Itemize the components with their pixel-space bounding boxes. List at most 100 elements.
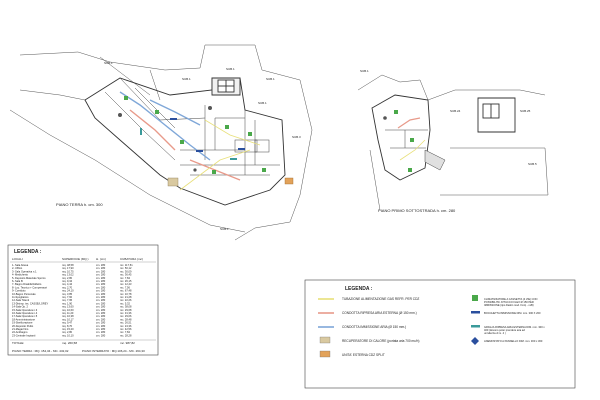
supply-duct (149, 99, 201, 126)
table-cell: 3- Sala Operativa n.1 (12, 269, 37, 273)
table-cell: 23-Centrale Impianti (12, 333, 36, 337)
hvac-legend-title: LEGENDA : (345, 286, 373, 292)
legend-swatch (471, 311, 480, 314)
ductwork (397, 117, 426, 161)
sub-label: SUB.1 (104, 61, 113, 65)
rooms-table: LEGENDA : LOCALI SUPERFICIE (MQ.) H. (cm… (7, 244, 159, 356)
table-cell: mc. 28,48 (120, 317, 132, 321)
fixture-marker (383, 116, 387, 120)
table-cell: mq. 10,38 (62, 314, 74, 318)
table-cell: 16-Sala Operativa n.4 (12, 311, 38, 315)
table-cell: mc. 12,43 (120, 282, 132, 286)
legend-item: GRIGLIA RIPRESA ARIA ESTERNA DIM. mm. 30… (471, 325, 545, 335)
hvac-legend-left: TUBAZIONE ALIMENTAZIONE GAS REFR. PER CD… (318, 297, 419, 358)
legend-item-label: ANEMOSTATO A PANNELLO DIM. mm. 300 x 300 (484, 339, 543, 343)
cassette-unit (124, 96, 128, 100)
table-cell: 6- Sala B (12, 279, 23, 283)
table-cell: mc. 21,28 (120, 295, 132, 299)
first-plan-title: PIANO PRIMO SOTTOSTRADA h. cm. 280 (378, 208, 456, 213)
table-cell: 11-Spogliatoio (12, 295, 29, 299)
legend-item-label: UNITA' ESTERNA CDZ SPLIT (342, 353, 385, 357)
table-cell: 18-Amministrazione (12, 317, 35, 321)
table-cell: mq. 10,60 (62, 308, 74, 312)
footer-ground: PIANO TERRA : MQ. 154,34 - MC. 432,02 (12, 349, 69, 353)
table-cell: mc. 29,06 (120, 314, 132, 318)
table-cell: cm. 280 (96, 273, 106, 277)
table-cell: cm. 280 (96, 324, 106, 328)
table-cell: mq. 7,60 (62, 295, 73, 299)
table-cell: mc. 30,09 (120, 269, 132, 273)
ac-units (118, 96, 294, 187)
table-cell: mc. 36,45 (120, 273, 132, 277)
table-cell: mq. 11,20 (62, 311, 74, 315)
table-cell: mq. 24,10 (62, 289, 74, 293)
table-cell: mc. 22,26 (120, 298, 132, 302)
legend-swatch (471, 337, 479, 345)
site-boundary (357, 74, 549, 211)
table-cell: cm. 280 (96, 279, 106, 283)
table-cell: cm. 280 (96, 263, 106, 267)
building-walls (371, 94, 516, 181)
table-cell: 15-Sala Operativa n.3 (12, 308, 38, 312)
cassette-unit (408, 168, 412, 172)
footer-basement: PIANO INTERRATO : MQ.106,24 - MC. 264,30 (82, 349, 145, 353)
table-row: 16-Sala Operativa n.4 mq. 11,20 cm. 280 mc.… (12, 311, 132, 315)
table-cell: cm. 280 (96, 301, 106, 305)
legend-item-label: GRIGLIA RIPRESA ARIA ESTERNA DIM. mm. 30… (484, 325, 545, 335)
site-boundary (9, 44, 313, 241)
refrigerant-line (399, 139, 426, 161)
table-cell: mq. 10,10 (62, 333, 74, 337)
rooms-table-title: LEGENDA : (14, 249, 42, 255)
legend-item-label: CONDOTTA IMMISSIONE ARIA (Ø 150 mm.) (342, 325, 406, 329)
table-cell: mc. 50,12 (120, 266, 132, 270)
cassette-unit (410, 138, 414, 142)
legend-item-label: CONDOTTA RIPRESA ARIA ESTERNA (Ø 150 mm.… (342, 311, 417, 315)
cassette-unit (155, 110, 159, 114)
table-cell: 22-Antibagno (12, 330, 28, 334)
table-cell: 21-Magazzino (12, 327, 29, 331)
table-cell: mc. 29,68 (120, 308, 132, 312)
total-volume: mc. 987,82 (120, 341, 135, 345)
sub-label: SUB.1 (266, 77, 275, 81)
table-cell: mq. 1,90 (62, 301, 73, 305)
table-cell: cm. 280 (96, 282, 106, 286)
table-cell: cm. 280 (96, 311, 106, 315)
cassette-unit (394, 110, 398, 114)
supply-duct (119, 91, 211, 161)
table-row: 15-Sala Operativa n.3 mq. 10,60 cm. 280 mc.… (12, 308, 132, 312)
sub-label: SUB.24 (450, 109, 461, 113)
legend-item: TUBAZIONE ALIMENTAZIONE GAS REFR. PER CD… (318, 297, 419, 301)
cassette-unit (180, 140, 184, 144)
return-grille (140, 128, 142, 135)
table-cell: 9- Corridoio (12, 289, 26, 293)
table-cell: cm. 280 (96, 289, 106, 293)
legend-item: RECUPERATORE DI CALORE (portata aria 700… (319, 336, 419, 344)
table-cell: mc. 117,51 (120, 263, 133, 267)
sub-label: SUB.3 (292, 135, 301, 139)
table-cell: cm. 280 (96, 314, 106, 318)
legend-item-label: TUBAZIONE ALIMENTAZIONE GAS REFR. PER CD… (342, 297, 419, 301)
table-cell: mq. 13,60 (62, 305, 74, 309)
fixture-marker (208, 106, 212, 110)
fixture-marker (118, 113, 122, 117)
table-cell: cm. 280 (96, 276, 106, 280)
total-label: TOTALE: (12, 341, 24, 345)
table-cell: cm. 280 (96, 266, 106, 270)
return-grille (230, 158, 237, 160)
